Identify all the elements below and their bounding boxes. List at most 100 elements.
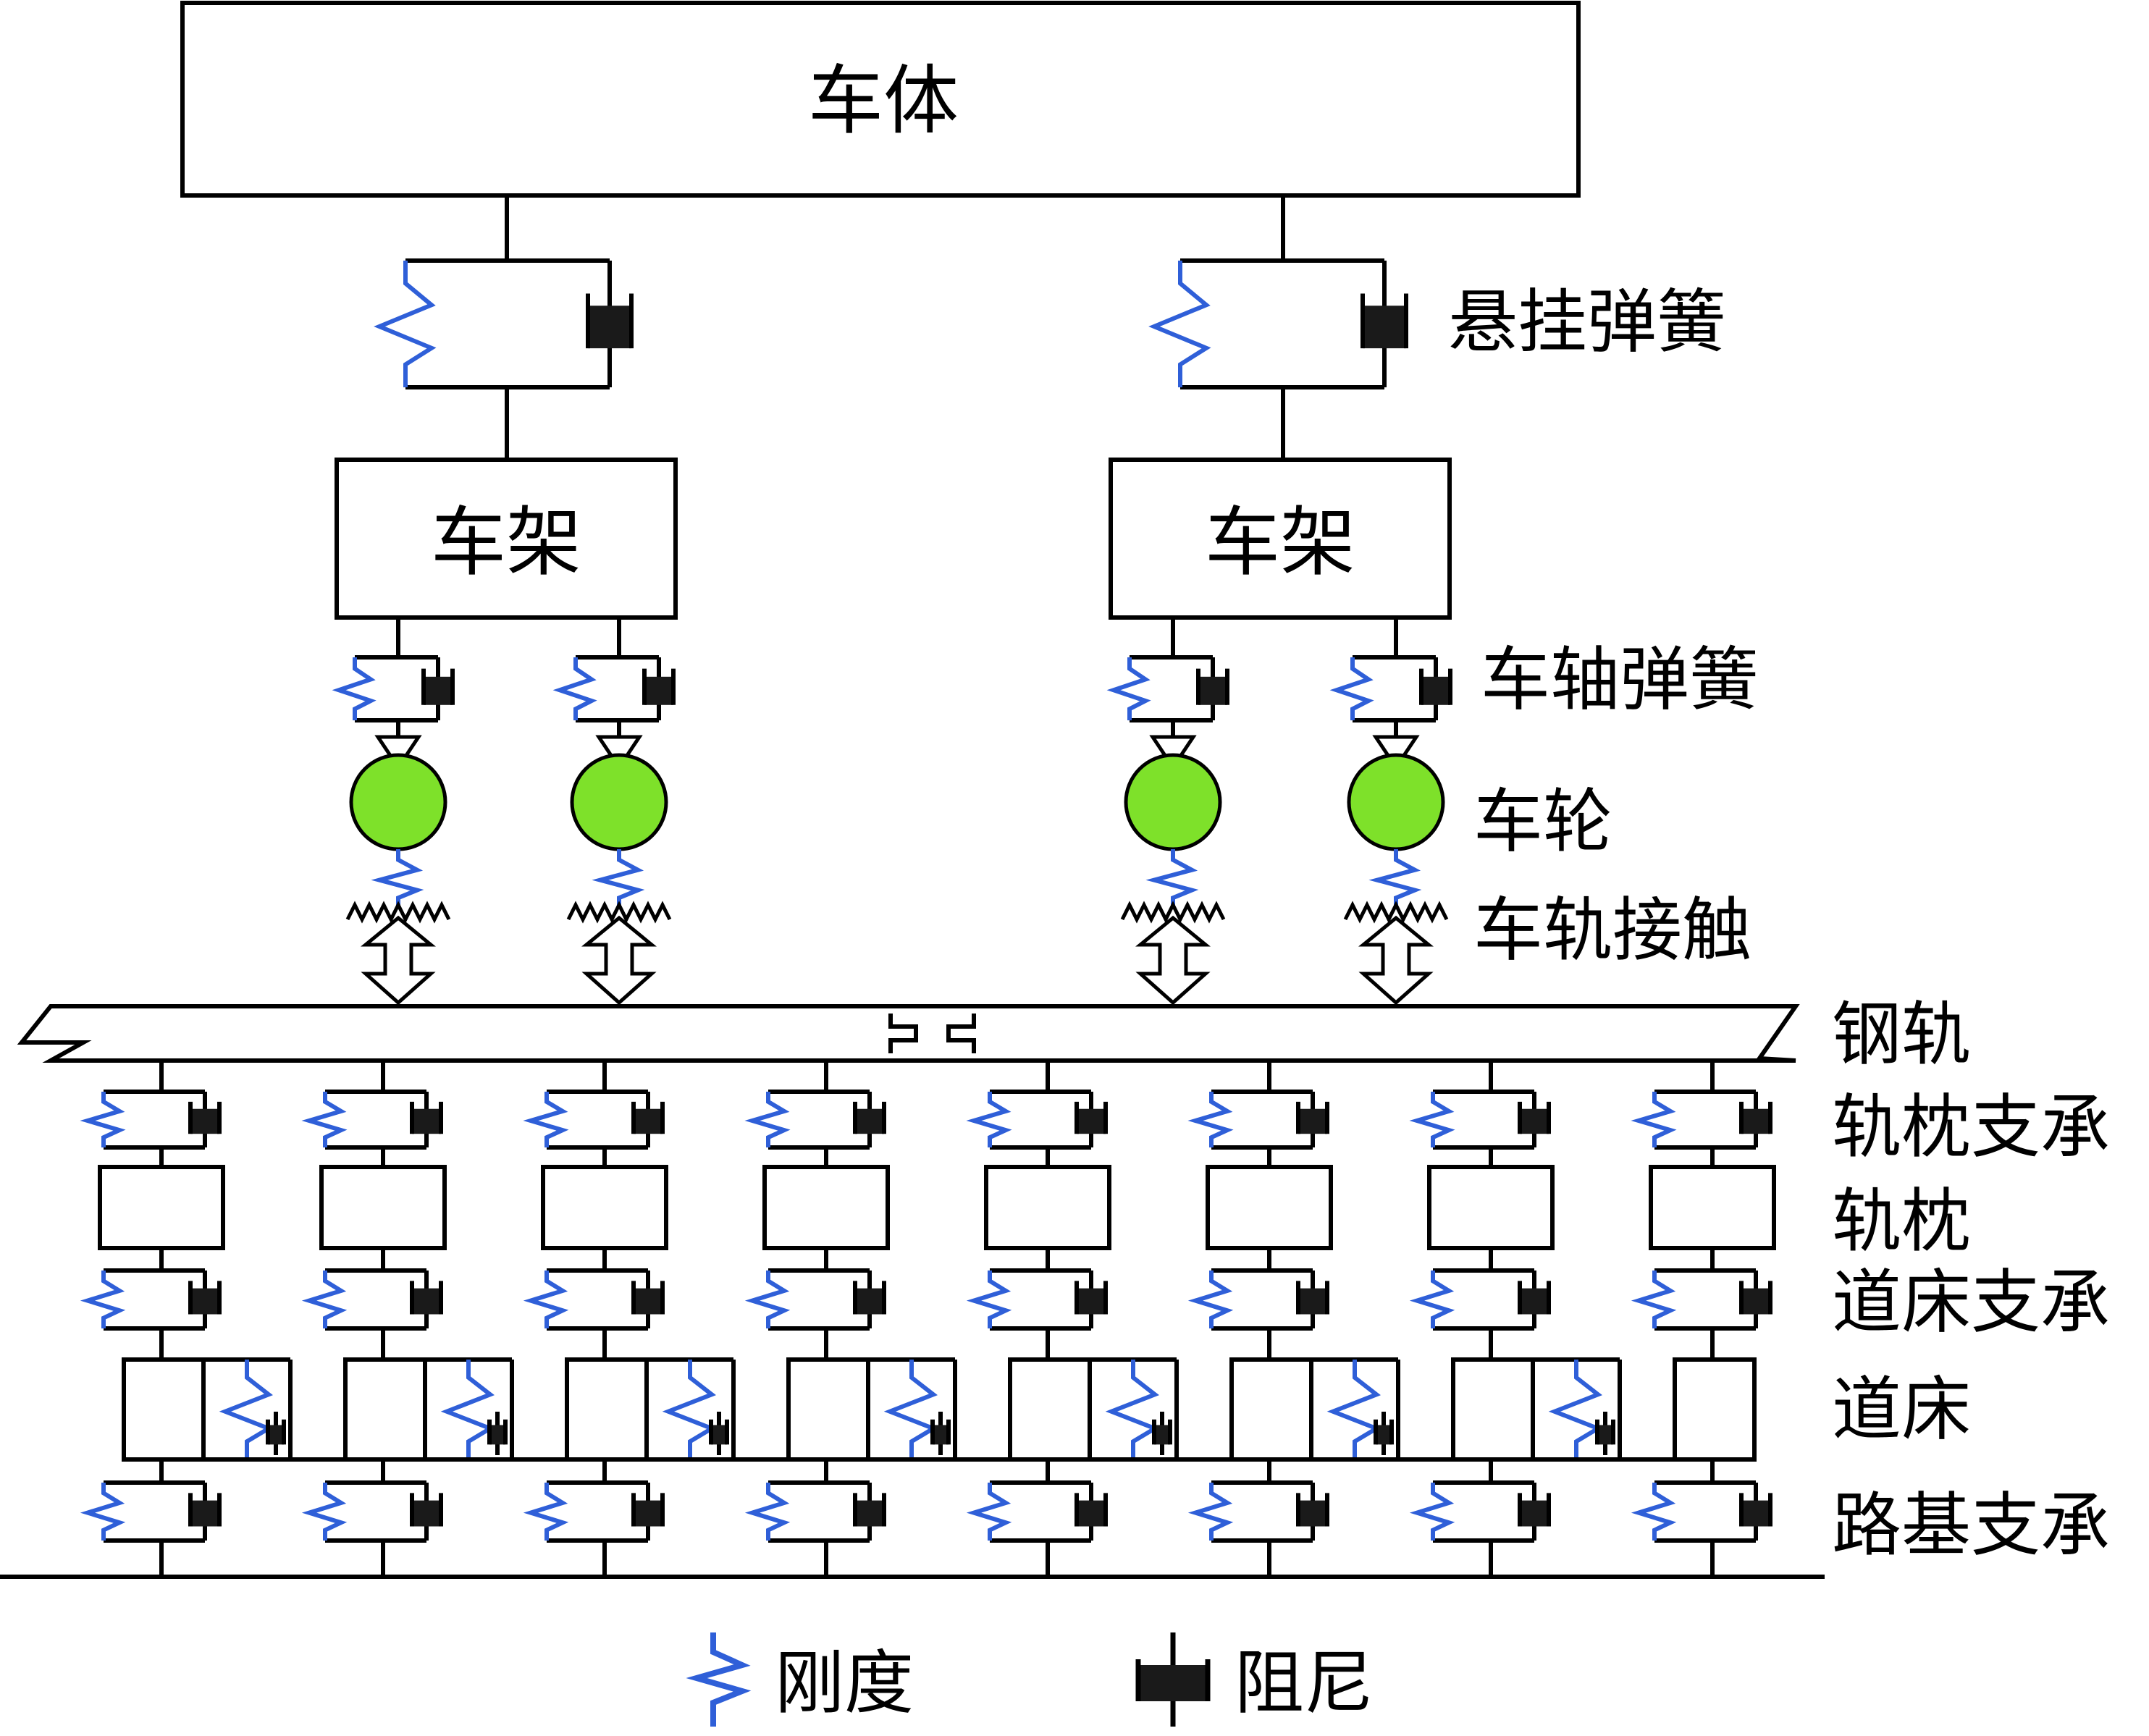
subgrade-support-unit-0-damper-icon bbox=[190, 1500, 219, 1527]
damping-legend-icon bbox=[1135, 1632, 1211, 1727]
suspension-unit-0-damper-icon bbox=[588, 306, 631, 349]
stiffness-legend-icon bbox=[686, 1632, 752, 1727]
suspension-spring-label: 悬挂弹簧 bbox=[1448, 282, 1726, 363]
axle-arrow-icon bbox=[1149, 735, 1197, 771]
sleeper-support-unit-3-damper-icon bbox=[855, 1108, 884, 1134]
ballast-block bbox=[343, 1357, 427, 1462]
ballast-support-unit-1-spring-icon bbox=[301, 1271, 348, 1328]
sleeper-support-unit-1-spring-icon bbox=[301, 1092, 348, 1147]
subgrade-support-unit-4-damper-icon bbox=[1077, 1500, 1106, 1527]
subgrade-support-unit-6-damper-icon bbox=[1520, 1500, 1549, 1527]
ballast-block bbox=[786, 1357, 870, 1462]
wheel-rail-contact-label: 车轨接触 bbox=[1473, 890, 1751, 971]
contact-spring-icon bbox=[592, 849, 645, 909]
ballast-label: 道床 bbox=[1832, 1369, 1971, 1450]
bogie-right-label: 车架 bbox=[1205, 498, 1355, 586]
sleeper-block bbox=[98, 1165, 225, 1250]
subgrade-support-unit-4-spring-icon bbox=[966, 1483, 1012, 1541]
subgrade-support-unit-2-spring-icon bbox=[523, 1483, 569, 1541]
ballast-coupling-spring-icon bbox=[1326, 1360, 1382, 1459]
contact-spring-icon bbox=[1368, 849, 1422, 909]
axle-unit-3-damper-icon bbox=[1421, 676, 1450, 705]
subgrade-support-unit-7-spring-icon bbox=[1631, 1483, 1677, 1541]
ballast-coupling-damper-icon bbox=[711, 1425, 727, 1445]
ballast-coupling-spring-icon bbox=[662, 1360, 717, 1459]
suspension-unit-1-damper-icon bbox=[1363, 306, 1406, 349]
ballast-coupling-damper-icon bbox=[933, 1425, 949, 1445]
wheel-icon bbox=[349, 753, 447, 851]
ballast-coupling-damper-icon bbox=[1154, 1425, 1170, 1445]
damping-legend-label: 阻尼 bbox=[1235, 1643, 1374, 1724]
rail-label: 钢轨 bbox=[1832, 994, 1971, 1075]
axle-unit-0-damper-icon bbox=[424, 676, 453, 705]
axle-spring-label: 车轴弹簧 bbox=[1481, 639, 1759, 720]
ballast-support-unit-4-damper-icon bbox=[1077, 1288, 1106, 1315]
ballast-support-unit-7-damper-icon bbox=[1741, 1288, 1770, 1315]
ballast-support-unit-2-damper-icon bbox=[634, 1288, 663, 1315]
subgrade-support-unit-6-spring-icon bbox=[1409, 1483, 1455, 1541]
subgrade-support-unit-3-damper-icon bbox=[855, 1500, 884, 1527]
ballast-block bbox=[122, 1357, 206, 1462]
ballast-support-unit-1-damper-icon bbox=[412, 1288, 441, 1315]
ballast-support-unit-5-damper-icon bbox=[1298, 1288, 1327, 1315]
rail-joint bbox=[888, 1014, 976, 1053]
axle-unit-1-spring-icon bbox=[552, 657, 597, 720]
contact-surface-icon bbox=[566, 901, 672, 924]
axle-unit-2-spring-icon bbox=[1106, 657, 1151, 720]
car-body-label: 车体 bbox=[808, 56, 959, 145]
suspension-unit-0-spring-icon bbox=[374, 261, 437, 387]
wheel-icon bbox=[1347, 753, 1445, 851]
contact-spring-icon bbox=[371, 849, 424, 909]
contact-double-arrow-icon bbox=[581, 915, 657, 1006]
car-body-box bbox=[180, 1, 1581, 198]
axle-arrow-icon bbox=[1372, 735, 1420, 771]
subgrade-support-unit-0-spring-icon bbox=[80, 1483, 126, 1541]
subgrade-support-unit-5-spring-icon bbox=[1187, 1483, 1234, 1541]
ballast-coupling-spring-icon bbox=[883, 1360, 938, 1459]
ballast-block bbox=[1451, 1357, 1535, 1462]
ballast-support-unit-2-spring-icon bbox=[523, 1271, 569, 1328]
sleeper-block bbox=[1427, 1165, 1555, 1250]
sleeper-support-unit-6-spring-icon bbox=[1409, 1092, 1455, 1147]
legend: 刚度 阻尼 bbox=[686, 1632, 1374, 1727]
diagram-structure bbox=[0, 195, 1825, 1579]
ballast-support-unit-3-spring-icon bbox=[744, 1271, 791, 1328]
sleeper-block bbox=[319, 1165, 447, 1250]
sleeper-support-unit-5-spring-icon bbox=[1187, 1092, 1234, 1147]
suspension-unit-1-spring-icon bbox=[1148, 261, 1211, 387]
ballast-coupling-spring-icon bbox=[1105, 1360, 1160, 1459]
ballast-coupling-spring-icon bbox=[1548, 1360, 1603, 1459]
sleeper-support-unit-1-damper-icon bbox=[412, 1108, 441, 1134]
sleeper-block bbox=[1649, 1165, 1776, 1250]
axle-arrow-icon bbox=[374, 735, 422, 771]
sleeper-support-unit-0-damper-icon bbox=[190, 1108, 219, 1134]
sleeper-block bbox=[762, 1165, 890, 1250]
sleeper-block bbox=[1206, 1165, 1333, 1250]
ballast-coupling-spring-icon bbox=[440, 1360, 495, 1459]
ballast-support-unit-6-damper-icon bbox=[1520, 1288, 1549, 1315]
contact-surface-icon bbox=[1120, 901, 1226, 924]
stiffness-legend-label: 刚度 bbox=[775, 1643, 914, 1724]
bogie-left-box bbox=[335, 458, 678, 620]
contact-double-arrow-icon bbox=[1135, 915, 1211, 1006]
ballast-support-label: 道床支承 bbox=[1832, 1262, 2110, 1343]
bogie-left-label: 车架 bbox=[431, 498, 581, 586]
contact-surface-icon bbox=[345, 901, 451, 924]
wheel-icon bbox=[570, 753, 668, 851]
contact-double-arrow-icon bbox=[361, 915, 436, 1006]
subgrade-support-unit-2-damper-icon bbox=[634, 1500, 663, 1527]
ballast-support-unit-0-damper-icon bbox=[190, 1288, 219, 1315]
axle-unit-2-damper-icon bbox=[1198, 676, 1227, 705]
subgrade-support-unit-1-damper-icon bbox=[412, 1500, 441, 1527]
wheel-label: 车轮 bbox=[1473, 781, 1612, 862]
sleeper-support-unit-7-damper-icon bbox=[1741, 1108, 1770, 1134]
ballast-support-unit-7-spring-icon bbox=[1631, 1271, 1677, 1328]
ballast-support-unit-3-damper-icon bbox=[855, 1288, 884, 1315]
ballast-block bbox=[565, 1357, 649, 1462]
subgrade-support-unit-7-damper-icon bbox=[1741, 1500, 1770, 1527]
ballast-support-unit-6-spring-icon bbox=[1409, 1271, 1455, 1328]
axle-arrow-icon bbox=[595, 735, 643, 771]
rail-bar bbox=[17, 1004, 1800, 1063]
subgrade-support-unit-5-damper-icon bbox=[1298, 1500, 1327, 1527]
ballast-block bbox=[1008, 1357, 1092, 1462]
